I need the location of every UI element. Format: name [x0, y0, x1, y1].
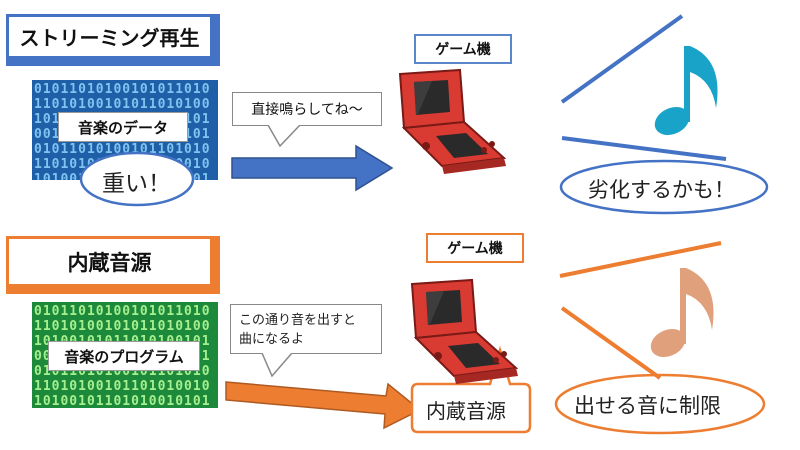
internal-device-label: ゲーム機 — [426, 233, 524, 263]
internal-speech-line2: 曲になるよ — [239, 332, 305, 347]
streaming-line-upper — [560, 14, 684, 104]
streaming-line-lower — [561, 136, 727, 161]
internal-limit-text: 出せる音に制限 — [574, 394, 721, 418]
streaming-speech-bubble: 直接鳴らしてね～ — [232, 92, 382, 126]
music-note-icon — [654, 46, 718, 136]
internal-arrow — [225, 381, 422, 430]
game-console-icon — [410, 278, 519, 384]
game-console-icon — [398, 68, 507, 174]
music-note-icon — [650, 268, 714, 358]
internal-speech-line1: この通り音を出すと — [239, 313, 357, 328]
streaming-title: ストリーミング再生 — [6, 14, 220, 66]
streaming-data-label: 音楽のデータ — [58, 112, 188, 142]
streaming-device-label: ゲーム機 — [414, 34, 512, 64]
internal-source-callout-text: 内蔵音源 — [426, 399, 506, 423]
internal-title: 内蔵音源 — [6, 236, 220, 294]
streaming-arrow — [231, 144, 394, 192]
internal-data-label: 音楽のプログラム — [48, 341, 200, 371]
internal-speech-tail — [261, 352, 293, 378]
internal-speech-bubble: この通り音を出すと 曲になるよ — [230, 304, 382, 354]
streaming-heavy-text: 重い！ — [102, 171, 171, 197]
internal-line-upper — [559, 241, 722, 278]
internal-line-lower — [560, 306, 662, 380]
streaming-speech-tail — [267, 124, 301, 148]
streaming-degrade-text: 劣化するかも！ — [588, 178, 735, 202]
